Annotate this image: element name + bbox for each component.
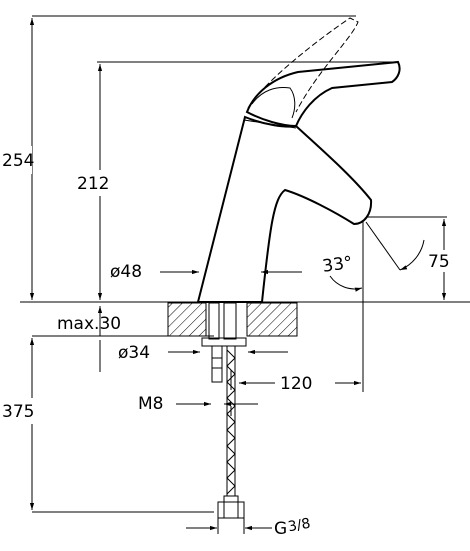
faucet-lever xyxy=(245,60,401,128)
deck-left-section xyxy=(167,302,207,337)
tip-height-label: 75 xyxy=(428,252,450,272)
spout-reach-label: 120 xyxy=(280,374,312,394)
spout-height-label: 212 xyxy=(77,174,109,194)
hole-diameter-label: ø34 xyxy=(118,343,150,363)
mounting-washer xyxy=(201,337,247,347)
spout-axis-line xyxy=(365,221,401,271)
total-height-label: 254 xyxy=(2,151,34,171)
hose-connection-label: G xyxy=(274,519,287,539)
deck-thickness-label: max.30 xyxy=(57,314,121,334)
lever-hinge-detail xyxy=(251,87,296,119)
hose-length-label: 375 xyxy=(2,402,34,422)
lever-base-line xyxy=(243,119,297,129)
hose-shank xyxy=(223,302,237,340)
angle-arc-left xyxy=(329,275,363,292)
hose-braid xyxy=(226,349,236,495)
hose-ferrule xyxy=(223,495,239,503)
body-diameter-label: ø48 xyxy=(110,262,142,282)
angle-arc-right xyxy=(399,239,425,271)
hose-nut xyxy=(217,501,245,519)
mounting-stud xyxy=(208,302,220,340)
deck-right-section xyxy=(246,302,298,337)
spout-angle-label: 33° xyxy=(321,253,354,277)
stud-nut xyxy=(211,345,223,383)
hose-connection-fraction: 3/8 xyxy=(287,516,312,536)
raised-lever-outline xyxy=(247,17,359,113)
faucet-body xyxy=(196,115,373,303)
stud-thread-label: M8 xyxy=(138,394,163,414)
